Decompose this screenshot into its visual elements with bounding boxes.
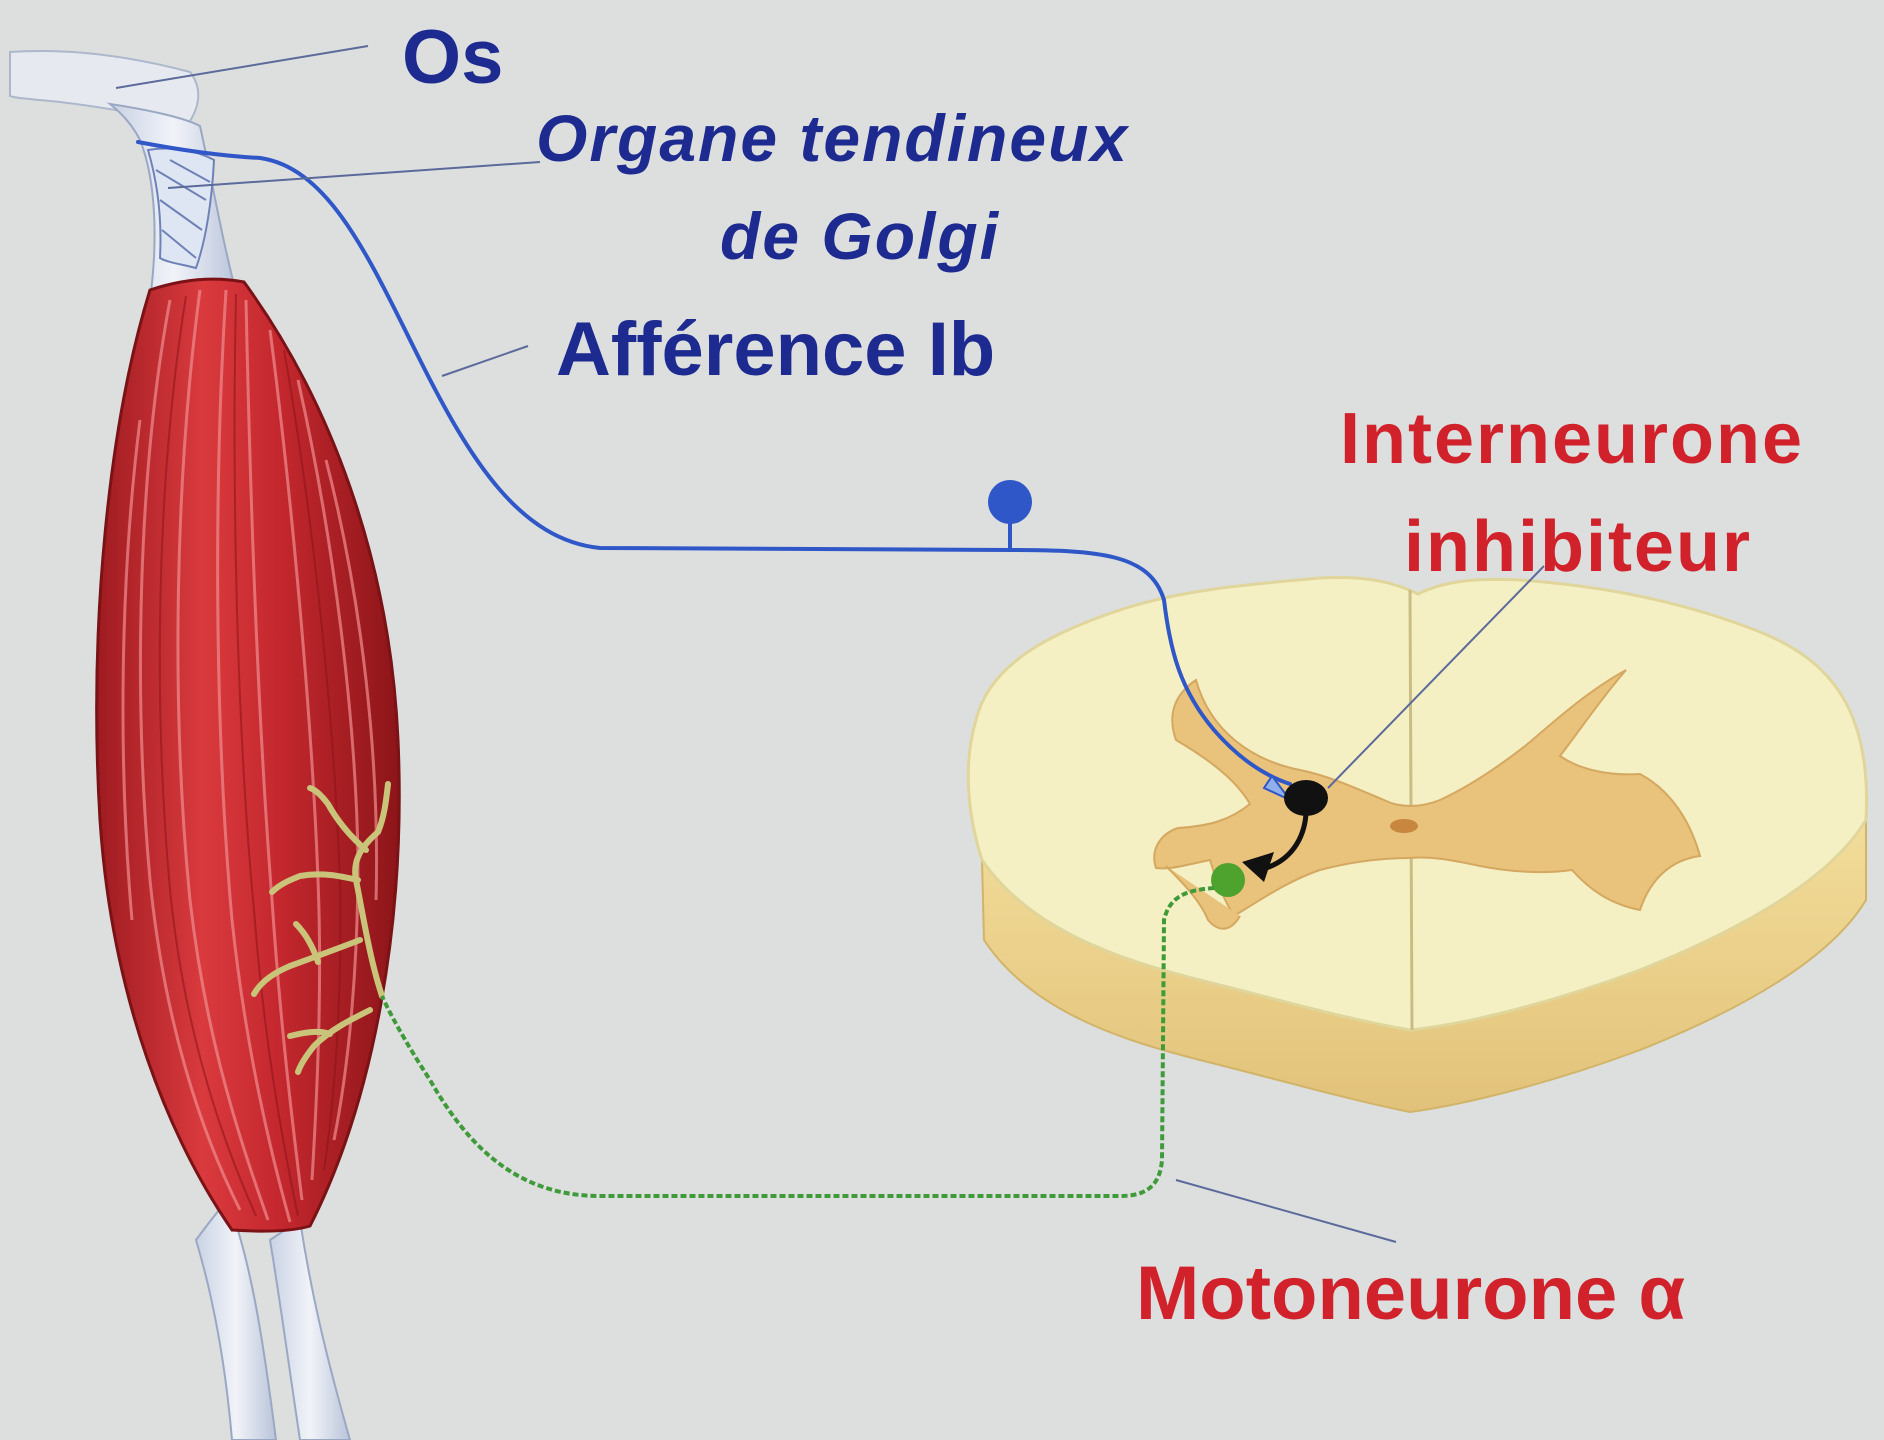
- muscle: [97, 279, 399, 1231]
- lower-tendon: [196, 1200, 276, 1440]
- label-golgi-line1: Organe tendineux: [536, 100, 1129, 176]
- label-golgi-line2: de Golgi: [720, 198, 1000, 274]
- golgi-leader: [168, 162, 540, 188]
- spinal-cord: [968, 578, 1866, 1112]
- label-os: Os: [402, 14, 503, 101]
- label-interneurone-line2: inhibiteur: [1404, 506, 1752, 588]
- bone-shape: [10, 51, 198, 124]
- motoneurone-body: [1211, 863, 1245, 897]
- label-interneurone-line1: Interneurone: [1340, 398, 1804, 480]
- interneurone-body: [1284, 780, 1328, 816]
- label-afference: Afférence Ib: [556, 306, 995, 393]
- afference-leader: [442, 346, 528, 376]
- label-motoneurone: Motoneurone α: [1136, 1250, 1685, 1337]
- motoneurone-leader: [1176, 1180, 1396, 1242]
- afferent-collateral-terminal: [988, 480, 1032, 524]
